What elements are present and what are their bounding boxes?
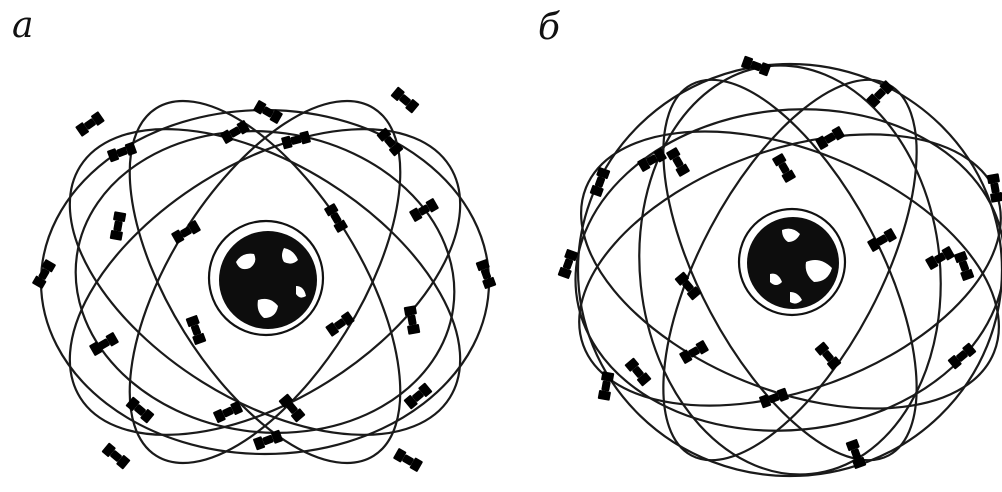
satellite-icon (741, 56, 771, 77)
satellite-icon (393, 448, 423, 472)
satellite-icon (679, 340, 709, 364)
satellite-icon (324, 203, 348, 233)
satellite-icon (390, 86, 419, 113)
satellite-icon (107, 142, 137, 163)
satellite-icon (32, 259, 56, 289)
satellite-icon (325, 311, 355, 337)
satellite-icon (637, 148, 667, 172)
satellite-icon (403, 382, 432, 409)
satellite-icon (404, 305, 421, 335)
satellite-icon (772, 153, 796, 183)
satellite-icon (75, 111, 105, 137)
panel-a (18, 58, 513, 492)
satellite-icon (213, 401, 243, 424)
satellite-icon (110, 211, 127, 241)
satellite-icon (409, 198, 439, 222)
satellite-icon (666, 147, 690, 177)
earth-globe-icon (209, 221, 323, 335)
satellite-icon (814, 341, 841, 370)
satellite-icon (590, 167, 611, 197)
satellite-icon (815, 126, 845, 150)
satellite-icon (598, 371, 615, 401)
earth-globe-icon (739, 209, 845, 315)
satellite-icon (253, 100, 283, 124)
satellite-icon (171, 220, 201, 244)
satellite-icon (476, 259, 497, 289)
satellite-icon (947, 342, 976, 369)
satellite-icon (101, 442, 130, 469)
panel-b (541, 42, 1002, 492)
